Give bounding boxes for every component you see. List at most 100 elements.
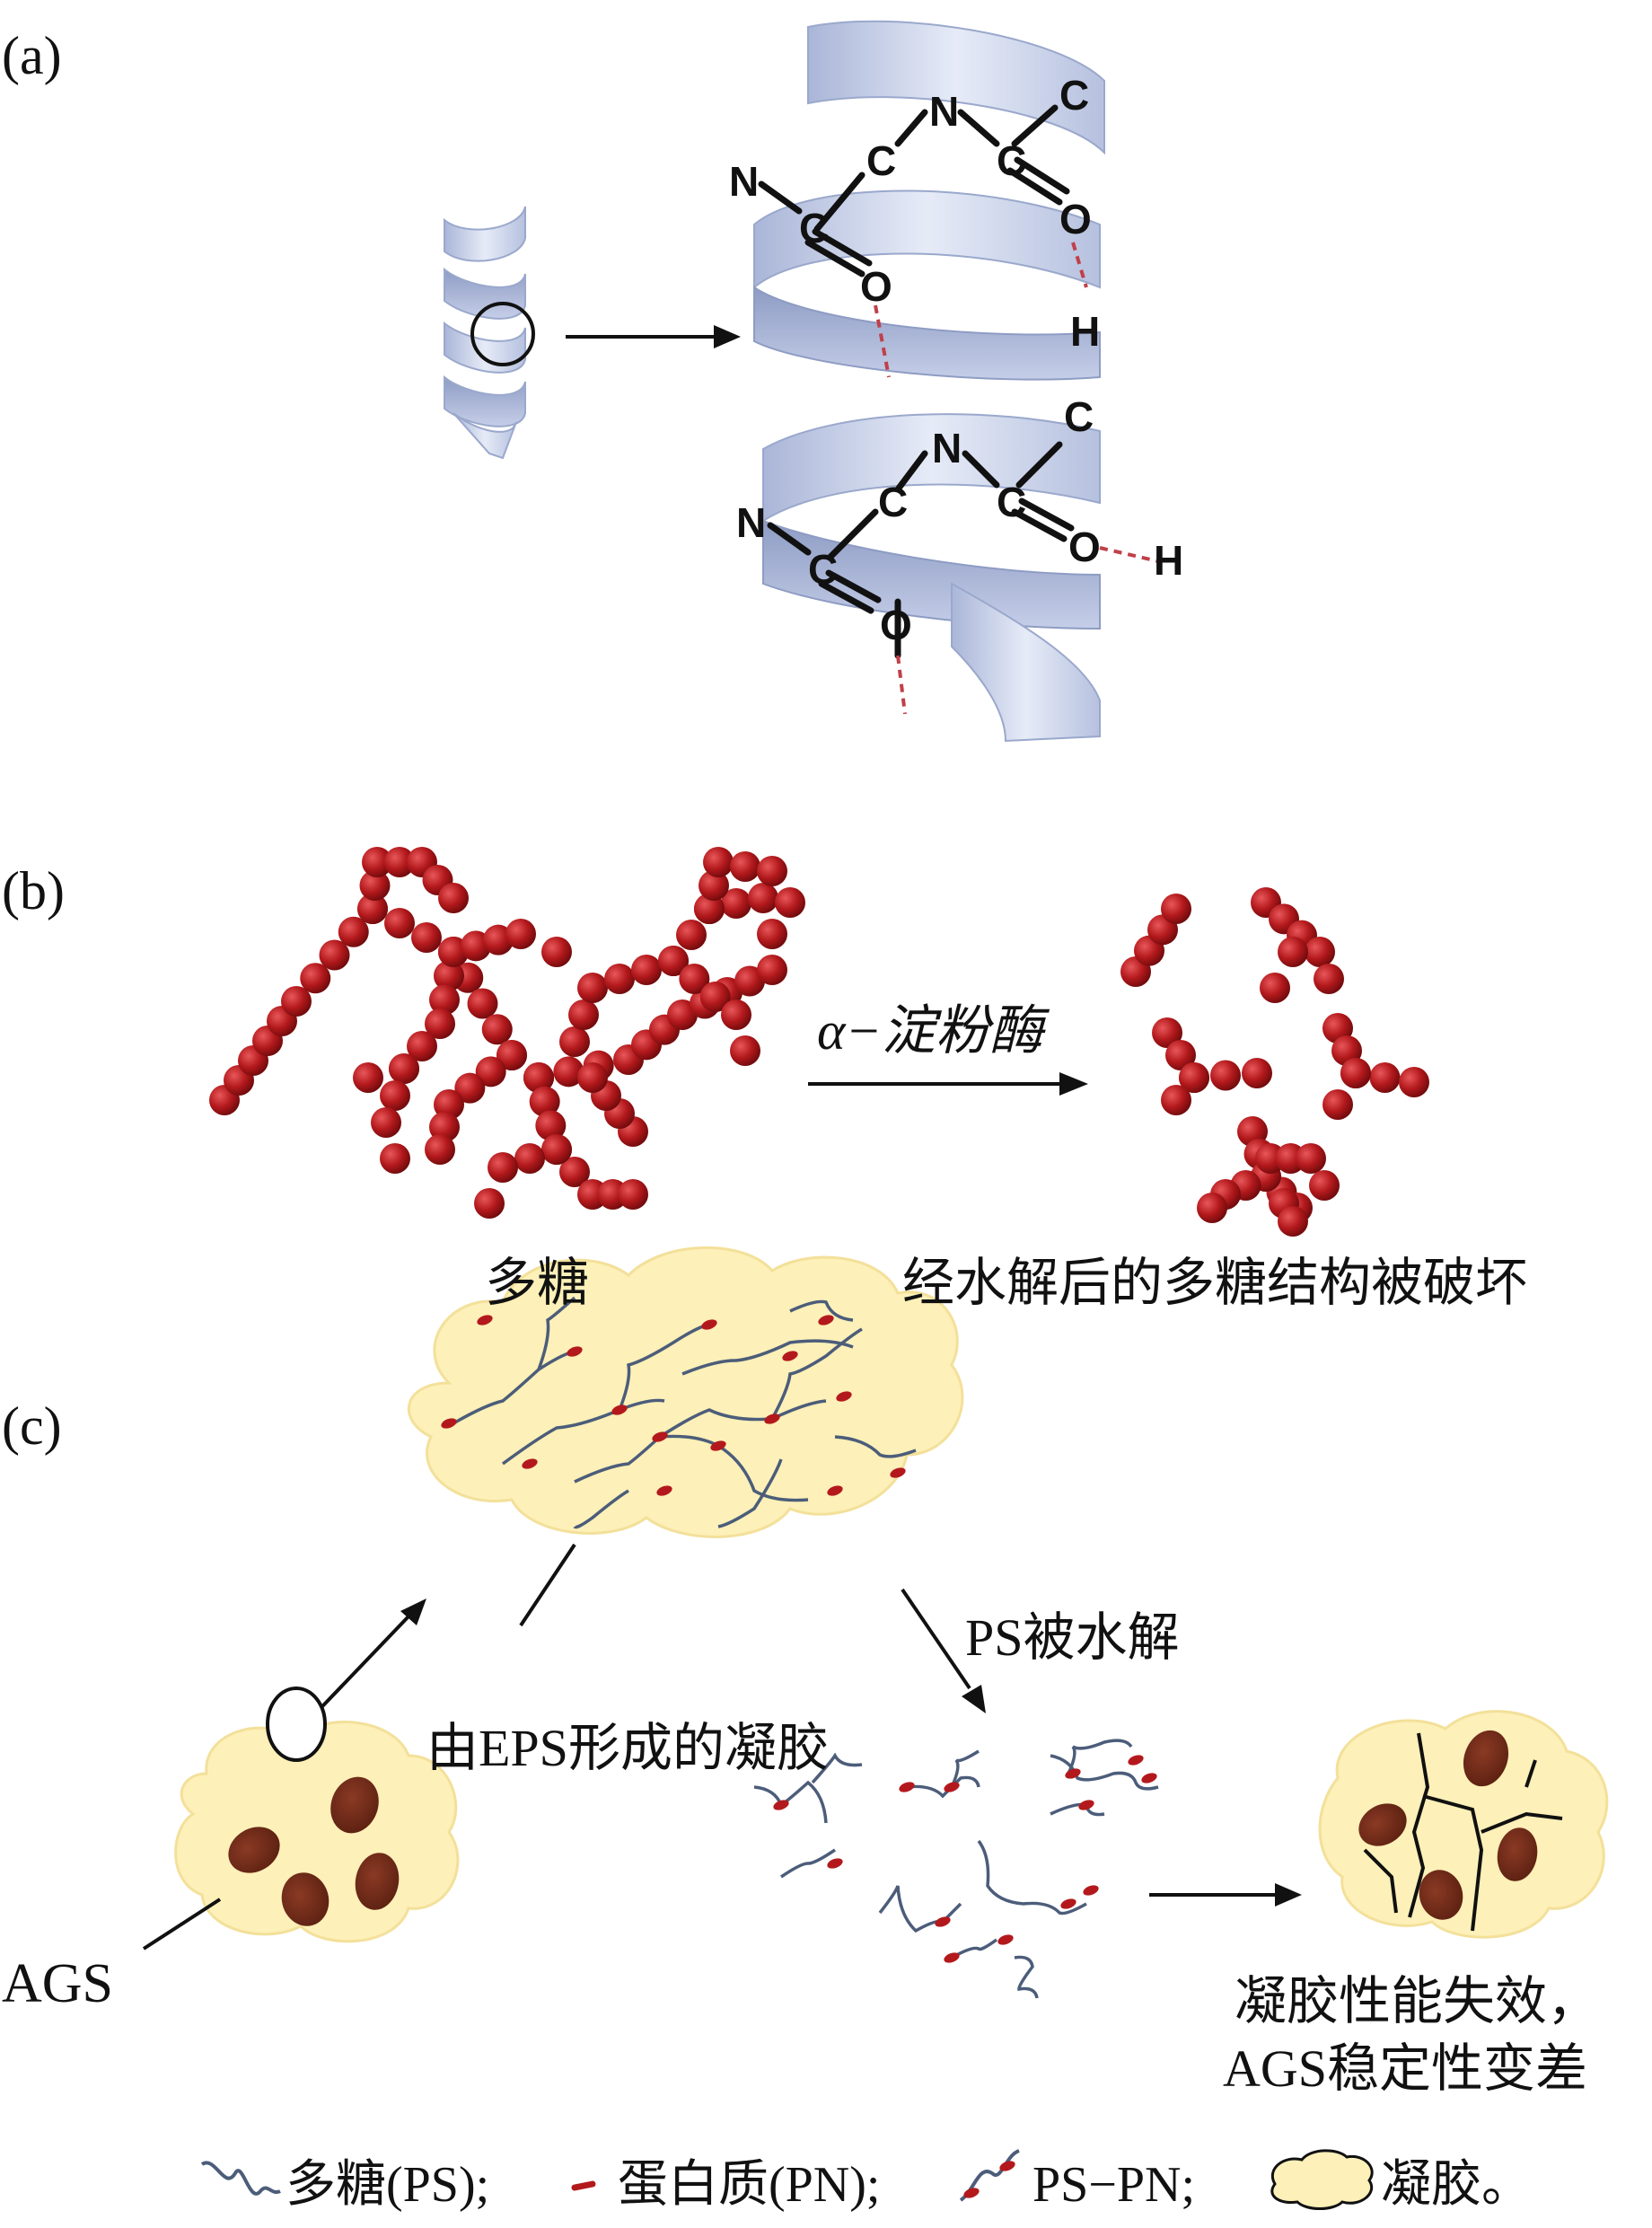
fragment-chain — [753, 1780, 828, 1824]
fragment-protein — [1128, 1755, 1144, 1766]
atom-o4: O — [1068, 524, 1101, 570]
atom-n3: N — [736, 499, 766, 546]
polysaccharide-bead — [618, 1179, 648, 1210]
protein-node — [890, 1467, 906, 1478]
fragment-bead — [1399, 1067, 1429, 1097]
atom-c7: C — [997, 479, 1026, 525]
polysaccharide-bead — [281, 986, 312, 1017]
ags-zoom-circle — [266, 1686, 327, 1762]
polysaccharide-bead — [541, 937, 572, 967]
polysaccharide-bead — [676, 920, 707, 950]
legend-pspn-text: PS−PN; — [1032, 2157, 1196, 2213]
fragment-chain — [1067, 1739, 1133, 1774]
protein-node — [477, 1315, 493, 1325]
legend-pn-icon — [571, 2180, 596, 2191]
polysaccharide-bead — [380, 1143, 410, 1174]
granule-cracks — [1363, 1732, 1563, 1932]
zoom-up-arrow-head — [400, 1598, 426, 1625]
fragment-chain — [1014, 1955, 1039, 1999]
fragment-protein — [1078, 1800, 1094, 1810]
eps-chain — [770, 1327, 863, 1420]
fragment-bead — [1322, 1089, 1353, 1120]
polysaccharide-bead — [425, 1008, 455, 1039]
hbonds-lower — [896, 546, 1159, 715]
polysaccharide-bead — [541, 1134, 572, 1165]
eps-chain — [574, 1434, 719, 1484]
polysaccharide-bead — [757, 919, 787, 949]
polysaccharide-bead — [699, 870, 729, 901]
polysaccharide-bead — [434, 960, 464, 991]
eps-chain — [717, 1458, 783, 1528]
protein-node — [441, 1418, 457, 1429]
ags-pointer — [142, 1898, 222, 1951]
eps-chain — [717, 1444, 809, 1502]
polysaccharide-bead — [553, 1056, 584, 1088]
eps-chain — [681, 1339, 854, 1376]
atom-o1: O — [860, 263, 892, 310]
protein-node — [701, 1319, 717, 1330]
polysaccharide-bead — [371, 1107, 401, 1138]
legend-ps-icon — [200, 2161, 281, 2196]
polysaccharide-bead — [730, 851, 760, 882]
fragment-bead — [1278, 1206, 1308, 1237]
fragment-bead — [1309, 1170, 1340, 1201]
fragment-chain — [811, 1752, 863, 1784]
panel-b-label: (b) — [2, 861, 65, 920]
polysaccharide-bead — [357, 894, 388, 924]
polysaccharide-bead — [338, 916, 369, 947]
result-line-1: 凝胶性能失效， — [1235, 1972, 1600, 2030]
protein-node — [827, 1485, 843, 1496]
fragment-bead — [1242, 1058, 1272, 1088]
eps-chain — [501, 1398, 665, 1466]
polysaccharide-bead — [730, 1035, 760, 1066]
atom-h1: H — [1070, 308, 1100, 355]
protein-node — [656, 1485, 672, 1496]
polysaccharide-bead — [319, 939, 350, 971]
polysaccharide-bead — [438, 883, 469, 913]
legend-pn-text: 蛋白质(PN); — [618, 2157, 881, 2213]
polysaccharide-bead — [577, 973, 608, 1003]
polysaccharide-bead — [384, 847, 415, 877]
polysaccharide-bead — [454, 1072, 486, 1104]
fragment-protein — [935, 1916, 951, 1927]
polysaccharide-bead — [488, 1152, 518, 1183]
polysaccharide-hydrolyzed — [1120, 887, 1429, 1237]
polysaccharide-bead — [380, 1080, 410, 1111]
fragment-chain — [1050, 1802, 1105, 1817]
polysaccharide-bead — [703, 847, 734, 877]
polysaccharide-bead — [535, 1110, 567, 1141]
protein-node — [710, 1440, 726, 1451]
polysaccharide-bead — [475, 1056, 506, 1088]
eps-chain — [453, 1350, 576, 1425]
polysaccharide-bead — [757, 856, 787, 886]
fragment-bead — [1210, 1060, 1241, 1091]
atom-c1: C — [799, 205, 829, 251]
fragment-chain — [906, 1775, 980, 1799]
fragment-protein — [1065, 1768, 1081, 1779]
fragment-protein — [773, 1800, 789, 1810]
atom-n2: N — [929, 88, 959, 135]
fragment-bead — [1197, 1193, 1227, 1223]
fragment-protein — [997, 1934, 1014, 1945]
result-arrow-head — [1275, 1883, 1302, 1907]
fragment-bead — [1161, 894, 1191, 924]
polysaccharide-bead — [505, 919, 536, 949]
protein-node — [522, 1458, 538, 1469]
result-line-2: AGS稳定性变差 — [1223, 2039, 1588, 2098]
polysaccharide-bead — [411, 922, 442, 953]
fragment-bead — [1278, 937, 1308, 967]
atom-o3: O — [880, 602, 912, 648]
atom-c6: C — [878, 479, 908, 525]
polysaccharide-caption: 多糖 — [485, 1254, 590, 1312]
legend-gel-icon — [1270, 2149, 1374, 2210]
fragment-protein — [1060, 1898, 1076, 1909]
polysaccharide-bead — [757, 955, 787, 985]
magnify-circle — [470, 302, 535, 366]
eps-chain — [659, 1399, 827, 1439]
polysaccharide-bead — [481, 1014, 513, 1045]
backbone-lower — [767, 441, 1075, 659]
ps-hydrolysis-arrow-line — [901, 1588, 971, 1690]
protein-node — [567, 1346, 583, 1357]
fragment-chain — [780, 1848, 836, 1879]
fragment-chain — [1050, 1754, 1159, 1791]
